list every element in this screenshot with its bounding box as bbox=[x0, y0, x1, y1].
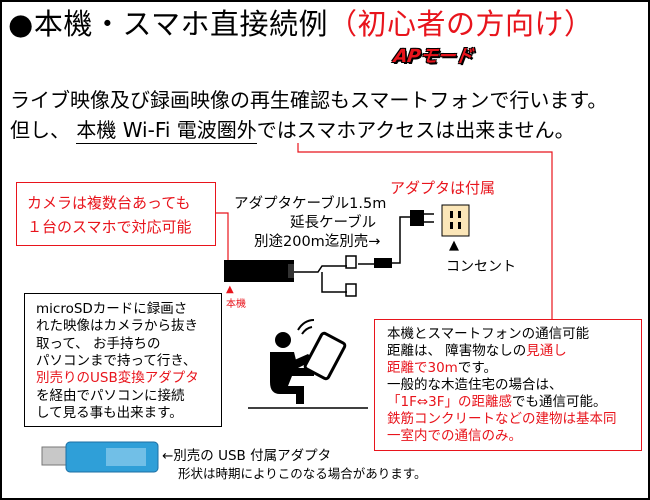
callout-line-camera bbox=[214, 212, 229, 266]
usb-adapter-icon bbox=[41, 441, 159, 473]
adapter-included-label: アダプタは付属 bbox=[390, 179, 496, 197]
title-main: 本機・スマホ直接続例 bbox=[33, 7, 328, 41]
sd-note-line: microSDカードに録画さ bbox=[36, 301, 188, 317]
extension-plug-icon bbox=[374, 258, 392, 268]
cable-spec-1: アダプタケーブル1.5m bbox=[234, 196, 387, 212]
comm-note-line-3: 距離で30mです。 bbox=[387, 360, 497, 377]
comm-note-line-2a: 距離は、 障害物なしの bbox=[387, 343, 527, 359]
unit-label: ▲ 本機 bbox=[226, 284, 246, 310]
camera-note-line-1: カメラは複数台あっても bbox=[27, 194, 191, 212]
comm-note-line-7: 一室内での通信のみ。 bbox=[387, 428, 522, 444]
outlet-arrow-icon: ▲ bbox=[449, 238, 459, 253]
adapter-plug-icon bbox=[410, 210, 424, 226]
outlet-icon bbox=[441, 204, 470, 237]
comm-note-line-3b: です。 bbox=[457, 360, 497, 376]
wifi-range-warning: 本機 Wi-Fi 電波圏外 bbox=[76, 118, 257, 144]
comm-note-line-6: 鉄筋コンクリートなどの建物は基本同 bbox=[387, 411, 617, 427]
intro-line-1: ライブ映像及び録画映像の再生確認もスマートフォンで行います。 bbox=[10, 88, 608, 112]
cable-spec-2: 延長ケーブル bbox=[290, 215, 377, 231]
comm-note-line-3a: 距離で30m bbox=[387, 360, 458, 376]
comm-note-line-5a: 「1F⇔3F」の距離感 bbox=[387, 394, 513, 410]
sd-note-line: 別売りのUSB変換アダプタ bbox=[36, 370, 199, 387]
title-bullet: ● bbox=[8, 7, 34, 41]
outlet-label: コンセント bbox=[446, 259, 516, 275]
adapter-cable bbox=[392, 216, 412, 264]
sd-card-note-box: microSDカードに録画された映像はカメラから抜き取って、 お手持ちのパソコン… bbox=[24, 293, 222, 427]
comm-note-line-1: 本機とスマートフォンの通信可能 bbox=[387, 326, 590, 342]
person-with-smartphone-icon bbox=[270, 319, 347, 404]
communication-range-box: 本機とスマートフォンの通信可能 距離は、 障害物なしの見通し 距離で30mです。… bbox=[374, 319, 642, 451]
comm-note-line-2b: 見通し bbox=[526, 343, 567, 359]
usb-adapter-caption-1: ←別売の USB 付属アダプタ bbox=[162, 448, 332, 464]
sd-note-line: パソコンまで持って行き、 bbox=[36, 352, 197, 369]
comm-note-line-4: 一般的な木造住宅の場合は、 bbox=[387, 377, 563, 393]
camera-unit-icon bbox=[224, 260, 294, 282]
sd-note-line: 取って、 お手持ちの bbox=[36, 335, 161, 352]
connector-icon-2 bbox=[345, 283, 357, 297]
camera-note-box: カメラは複数台あっても １台のスマホで対応可能 bbox=[16, 182, 216, 246]
intro-line-2-suffix: ではスマホアクセスは出来ません。 bbox=[256, 118, 575, 142]
cable-from-unit bbox=[294, 265, 347, 273]
sd-note-line: れた映像はカメラから抜き bbox=[36, 318, 198, 335]
title-sub: （初心者の方向け） bbox=[327, 7, 594, 41]
page-title: ●本機・スマホ直接続例（初心者の方向け） bbox=[8, 4, 593, 44]
comm-note-line-2: 距離は、 障害物なしの見通し bbox=[387, 343, 567, 360]
sd-note-line: して見る事も出来ます。 bbox=[36, 404, 183, 421]
comm-note-line-5b: でも通信可能。 bbox=[512, 394, 607, 410]
comm-note-line-5: 「1F⇔3F」の距離感でも通信可能。 bbox=[387, 394, 607, 411]
cable-branch bbox=[321, 272, 347, 293]
camera-note-line-2: １台のスマホで対応可能 bbox=[27, 218, 192, 236]
intro-line-2-prefix: 但し、 bbox=[10, 118, 70, 142]
cable-spec-3: 別途200m迄別売→ bbox=[254, 234, 381, 250]
usb-adapter-caption-2: 形状は時期によりこのなる場合があります。 bbox=[178, 466, 427, 481]
camera-lens-icon bbox=[288, 264, 294, 278]
unit-label-text: 本機 bbox=[226, 299, 246, 310]
unit-arrow-icon: ▲ bbox=[226, 284, 234, 295]
intro-line-2: 但し、 本機 Wi-Fi 電波圏外ではスマホアクセスは出来ません。 bbox=[10, 116, 575, 144]
sd-note-line: を経由でパソコンに接続 bbox=[36, 387, 185, 404]
connector-icon-1 bbox=[345, 255, 357, 269]
callout-line-range bbox=[297, 143, 553, 322]
